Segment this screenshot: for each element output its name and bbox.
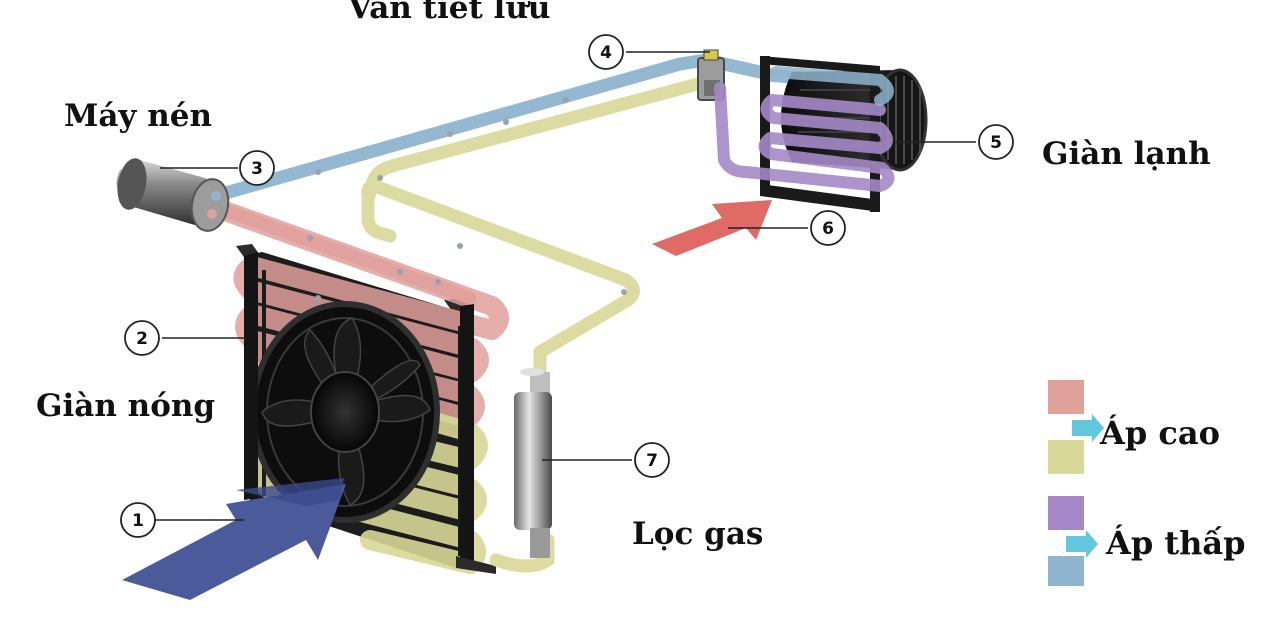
legend-swatch-high-hot — [1048, 380, 1084, 414]
callout-4-number: 4 — [600, 43, 612, 63]
legend-arrow-low-icon — [1066, 530, 1098, 558]
label-evaporator: Giàn lạnh — [1042, 136, 1211, 172]
legend-label-high-pressure: Áp cao — [1100, 414, 1220, 452]
pipe-liquid-line — [361, 77, 705, 573]
label-filter: Lọc gas — [632, 516, 764, 552]
legend-label-low-pressure: Áp thấp — [1106, 524, 1246, 562]
legend — [1048, 380, 1104, 586]
callout-1: 1 — [120, 502, 156, 538]
condenser-fan — [250, 301, 440, 523]
legend-swatch-low-cold — [1048, 496, 1084, 530]
label-expansion-valve: Van tiết lưu — [348, 0, 551, 26]
legend-swatch-high-liquid — [1048, 440, 1084, 474]
callout-5: 5 — [978, 124, 1014, 160]
callout-7: 7 — [634, 442, 670, 478]
callout-7-number: 7 — [646, 451, 658, 471]
callout-3-number: 3 — [251, 159, 263, 179]
compressor — [116, 158, 230, 232]
callout-4: 4 — [588, 34, 624, 70]
filter-drier — [514, 368, 552, 558]
callout-1-number: 1 — [132, 511, 144, 531]
callout-6-number: 6 — [822, 219, 834, 239]
callout-2: 2 — [124, 320, 160, 356]
airflow-in-arrow — [122, 478, 346, 600]
callout-5-number: 5 — [990, 133, 1002, 153]
callout-6: 6 — [810, 210, 846, 246]
callout-2-number: 2 — [136, 329, 148, 349]
callout-3: 3 — [239, 150, 275, 186]
callout-leaders — [154, 51, 976, 521]
label-condenser: Giàn nóng — [36, 388, 216, 424]
evaporator-coil-cold — [714, 82, 895, 192]
label-compressor: Máy nén — [64, 98, 213, 134]
airflow-warm-arrow — [652, 200, 772, 256]
evaporator — [714, 56, 928, 212]
pipe-high-pressure-gas — [211, 201, 477, 305]
legend-arrow-high-icon — [1072, 414, 1104, 442]
legend-swatch-low-gas — [1048, 556, 1084, 586]
